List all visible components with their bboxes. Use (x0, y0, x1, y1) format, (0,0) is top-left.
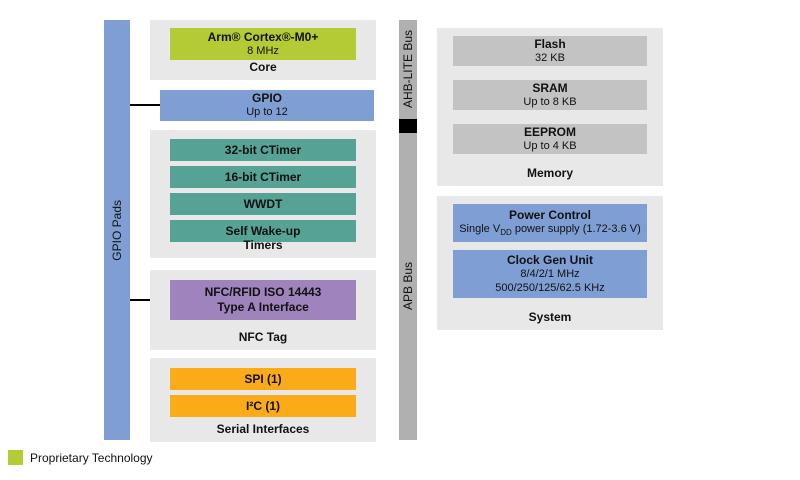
spi-label: SPI (1) (244, 371, 282, 386)
self-wakeup-label: Self Wake-up (225, 223, 301, 238)
legend-swatch (8, 450, 23, 465)
apb-bus-segment: APB Bus (399, 133, 417, 440)
system-group: Power Control Single VDD power supply (1… (437, 196, 663, 330)
sram-title: SRAM (532, 80, 568, 95)
gpio-pads-bar: GPIO Pads (104, 20, 130, 440)
clock-gen-title: Clock Gen Unit (506, 252, 593, 267)
power-control-title: Power Control (508, 208, 591, 222)
serial-interfaces-label: Serial Interfaces (216, 422, 310, 436)
bus-bar: AHB-LITE Bus APB Bus (399, 20, 417, 440)
core-label: Core (249, 60, 277, 74)
memory-label: Memory (526, 166, 573, 180)
self-wakeup-block: Self Wake-up (170, 220, 356, 242)
nfc-line2: Type A Interface (217, 300, 309, 314)
clock-gen-block: Clock Gen Unit 8/4/2/1 MHz 500/250/125/6… (453, 250, 647, 298)
nfc-interface-block: NFC/RFID ISO 14443 Type A Interface (170, 280, 356, 320)
i2c-block: I²C (1) (170, 395, 356, 417)
cortex-m0-block: Arm® Cortex®-M0+ 8 MHz (170, 28, 356, 60)
gpio-title: GPIO (251, 91, 282, 106)
eeprom-block: EEPROM Up to 4 KB (453, 124, 647, 154)
eeprom-title: EEPROM (523, 124, 576, 139)
bus-separator (399, 119, 417, 133)
serial-group: SPI (1) I²C (1) Serial Interfaces (150, 358, 376, 442)
sram-block: SRAM Up to 8 KB (453, 80, 647, 110)
ctimer32-label: 32-bit CTimer (224, 142, 302, 157)
flash-title: Flash (534, 36, 566, 51)
ctimer16-block: 16-bit CTimer (170, 166, 356, 188)
power-control-subtitle: Single VDD power supply (1.72-3.6 V) (459, 223, 641, 237)
nfc-line1: NFC/RFID ISO 14443 (204, 285, 322, 299)
cortex-m0-subtitle: 8 MHz (247, 44, 279, 57)
timers-group: 32-bit CTimer 16-bit CTimer WWDT Self Wa… (150, 130, 376, 258)
clock-gen-line2: 500/250/125/62.5 KHz (495, 281, 605, 294)
memory-group: Flash 32 KB SRAM Up to 8 KB EEPROM Up to… (437, 28, 663, 186)
nfc-group: NFC/RFID ISO 14443 Type A Interface NFC … (150, 270, 376, 350)
apb-bus-label: APB Bus (401, 262, 415, 311)
legend-label: Proprietary Technology (30, 450, 153, 465)
wwdt-label: WWDT (243, 196, 283, 211)
power-control-block: Power Control Single VDD power supply (1… (453, 204, 647, 242)
nfc-tag-label: NFC Tag (238, 330, 288, 344)
flash-block: Flash 32 KB (453, 36, 647, 66)
gpio-pads-label: GPIO Pads (110, 199, 124, 261)
timers-label: Timers (243, 238, 283, 252)
ahb-bus-segment: AHB-LITE Bus (399, 20, 417, 119)
gpio-block: GPIO Up to 12 (160, 90, 374, 121)
clock-gen-line1: 8/4/2/1 MHz (520, 267, 580, 280)
ctimer32-block: 32-bit CTimer (170, 139, 356, 161)
ahb-lite-bus-label: AHB-LITE Bus (401, 30, 415, 109)
system-label: System (528, 310, 572, 324)
eeprom-subtitle: Up to 4 KB (523, 139, 577, 152)
flash-subtitle: 32 KB (535, 51, 565, 64)
cortex-m0-title: Arm® Cortex®-M0+ (207, 29, 319, 44)
spi-block: SPI (1) (170, 368, 356, 390)
ctimer16-label: 16-bit CTimer (224, 169, 302, 184)
connector-gpio-line (130, 104, 160, 106)
i2c-label: I²C (1) (246, 398, 280, 413)
wwdt-block: WWDT (170, 193, 356, 215)
gpio-subtitle: Up to 12 (246, 106, 288, 119)
sram-subtitle: Up to 8 KB (523, 95, 577, 108)
core-group: Arm® Cortex®-M0+ 8 MHz Core (150, 20, 376, 80)
